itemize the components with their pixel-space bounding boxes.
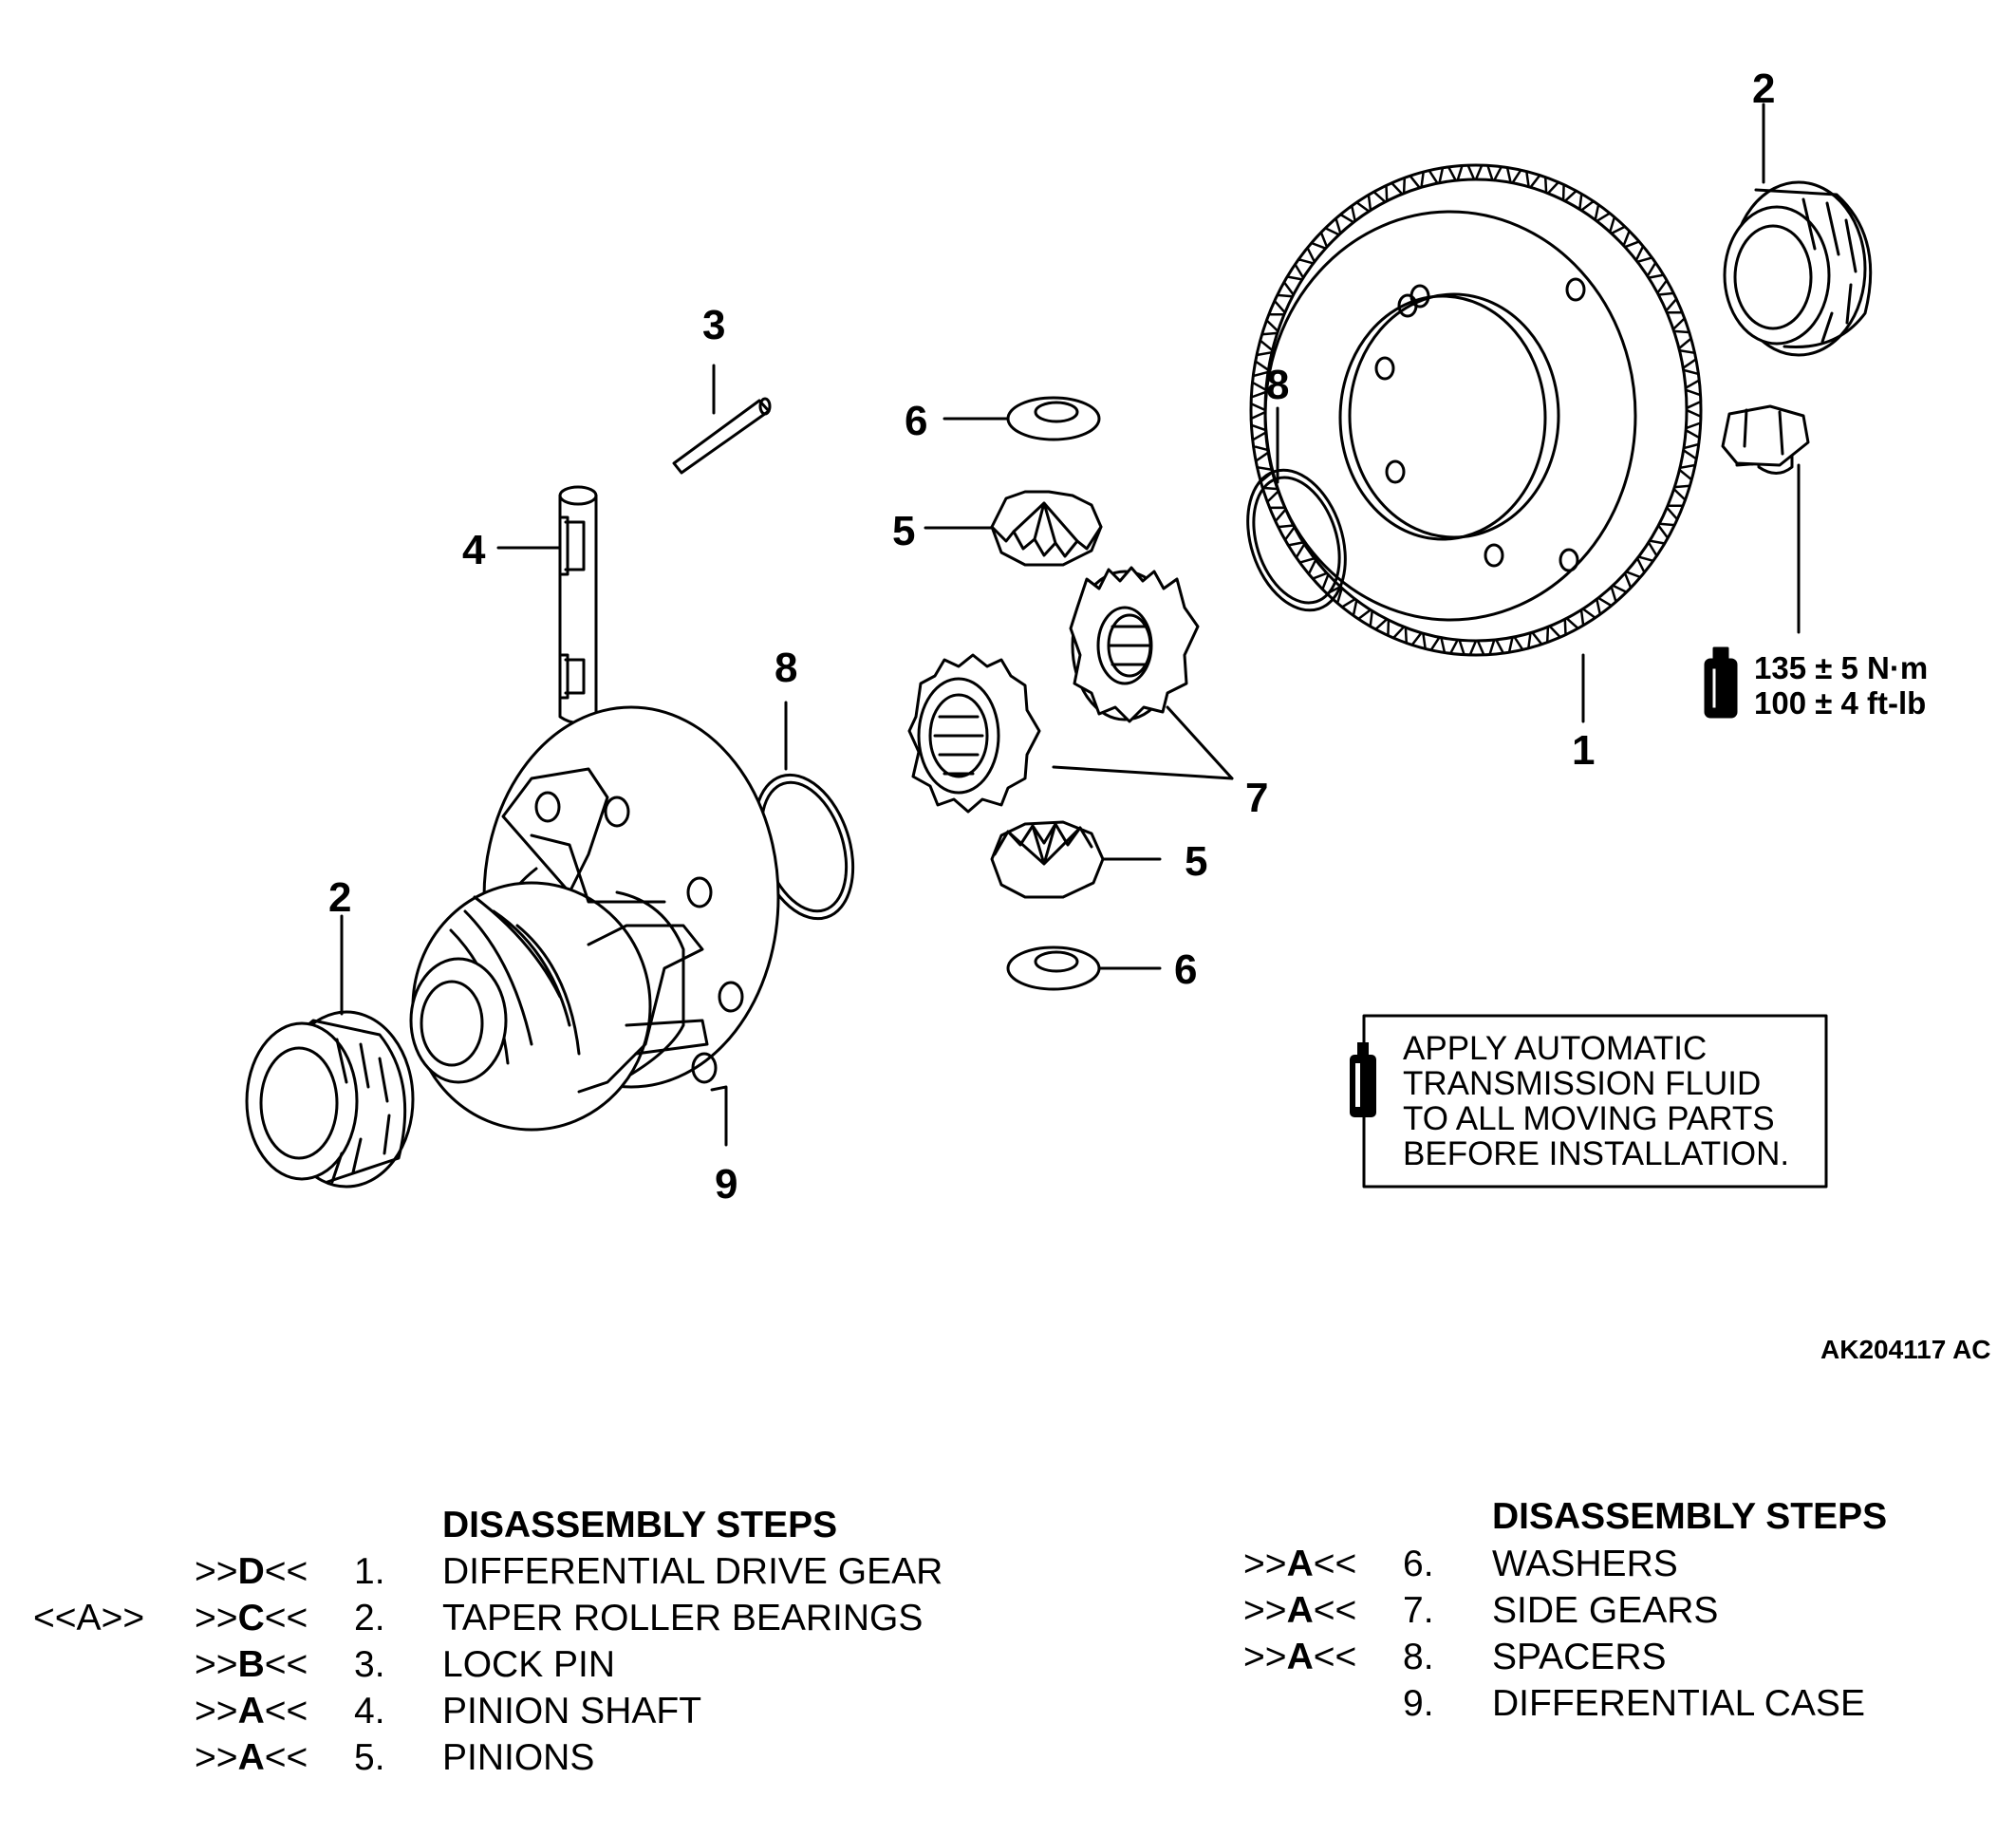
step-label: SIDE GEARS [1492, 1590, 1719, 1631]
step-code: >>B<< [195, 1644, 308, 1685]
step-label: LOCK PIN [442, 1644, 616, 1685]
step-code: >>A<< [195, 1737, 308, 1778]
side-gear-right [1069, 566, 1200, 723]
step-pre-code: <<A>> [33, 1598, 145, 1638]
step-label: TAPER ROLLER BEARINGS [442, 1598, 924, 1638]
pinion-shaft [558, 485, 598, 724]
step-label: PINION SHAFT [442, 1691, 702, 1732]
callout-9: 9 [715, 1161, 737, 1208]
note-line-2: TRANSMISSION FLUID [1403, 1065, 1761, 1102]
step-label: WASHERS [1492, 1544, 1678, 1584]
drive-gear [1249, 163, 1703, 657]
step-code: >>A<< [1243, 1544, 1357, 1584]
step-number: 1. [354, 1551, 385, 1592]
washer-bottom [1006, 946, 1101, 991]
note-line-1: APPLY AUTOMATIC [1403, 1030, 1707, 1067]
washer-top [1006, 396, 1101, 441]
step-code: >>A<< [1243, 1637, 1357, 1677]
step-number: 2. [354, 1598, 385, 1638]
figure-id: AK204117 AC [1820, 1335, 1991, 1364]
step-code: >>C<< [195, 1598, 308, 1638]
pinion-bottom [990, 820, 1105, 899]
lubricant-bottle-icon-note [1350, 1042, 1376, 1117]
callout-2-left: 2 [328, 874, 351, 921]
step-number: 7. [1403, 1590, 1434, 1631]
step-code: >>D<< [195, 1551, 308, 1592]
note-line-4: BEFORE INSTALLATION. [1403, 1135, 1789, 1172]
step-number: 9. [1403, 1683, 1434, 1724]
step-label: DIFFERENTIAL CASE [1492, 1683, 1865, 1724]
note-line-3: TO ALL MOVING PARTS [1403, 1100, 1775, 1137]
step-code: >>A<< [1243, 1590, 1357, 1631]
callout-3: 3 [702, 302, 725, 348]
step-number: 3. [354, 1644, 385, 1685]
differential-case [409, 705, 780, 1147]
callout-8-right: 8 [1266, 362, 1289, 408]
callout-6-top: 6 [905, 398, 927, 444]
step-number: 4. [354, 1691, 385, 1732]
callout-7: 7 [1245, 775, 1268, 821]
gear-bolt [1721, 404, 1810, 634]
step-number: 6. [1403, 1544, 1434, 1584]
steps-right-heading: DISASSEMBLY STEPS [1492, 1496, 1888, 1537]
taper-bearing-left [245, 1010, 415, 1189]
step-number: 8. [1403, 1637, 1434, 1677]
side-gear-left [907, 653, 1041, 814]
callout-5-top: 5 [892, 508, 915, 554]
callout-8-left: 8 [775, 645, 797, 691]
torque-imperial: 100 ± 4 ft-lb [1754, 685, 1926, 721]
callout-2-top: 2 [1752, 66, 1775, 112]
callout-6-bottom: 6 [1174, 946, 1197, 993]
leader-lines [340, 103, 1765, 1016]
pinion-top [990, 490, 1103, 567]
lock-pin [672, 397, 772, 475]
torque-metric: 135 ± 5 N·m [1754, 650, 1928, 685]
lubricant-bottle-icon-torque [1704, 646, 1738, 719]
step-number: 5. [354, 1737, 385, 1778]
steps-left-heading: DISASSEMBLY STEPS [442, 1505, 838, 1545]
step-code: >>A<< [195, 1691, 308, 1732]
step-label: PINIONS [442, 1737, 595, 1778]
taper-bearing-top [1723, 180, 1873, 357]
gear-teeth [1249, 163, 1703, 657]
callout-1: 1 [1572, 727, 1595, 774]
callout-5-bottom: 5 [1185, 838, 1207, 885]
step-label: SPACERS [1492, 1637, 1667, 1677]
callout-4: 4 [462, 527, 486, 573]
step-label: DIFFERENTIAL DRIVE GEAR [442, 1551, 943, 1592]
